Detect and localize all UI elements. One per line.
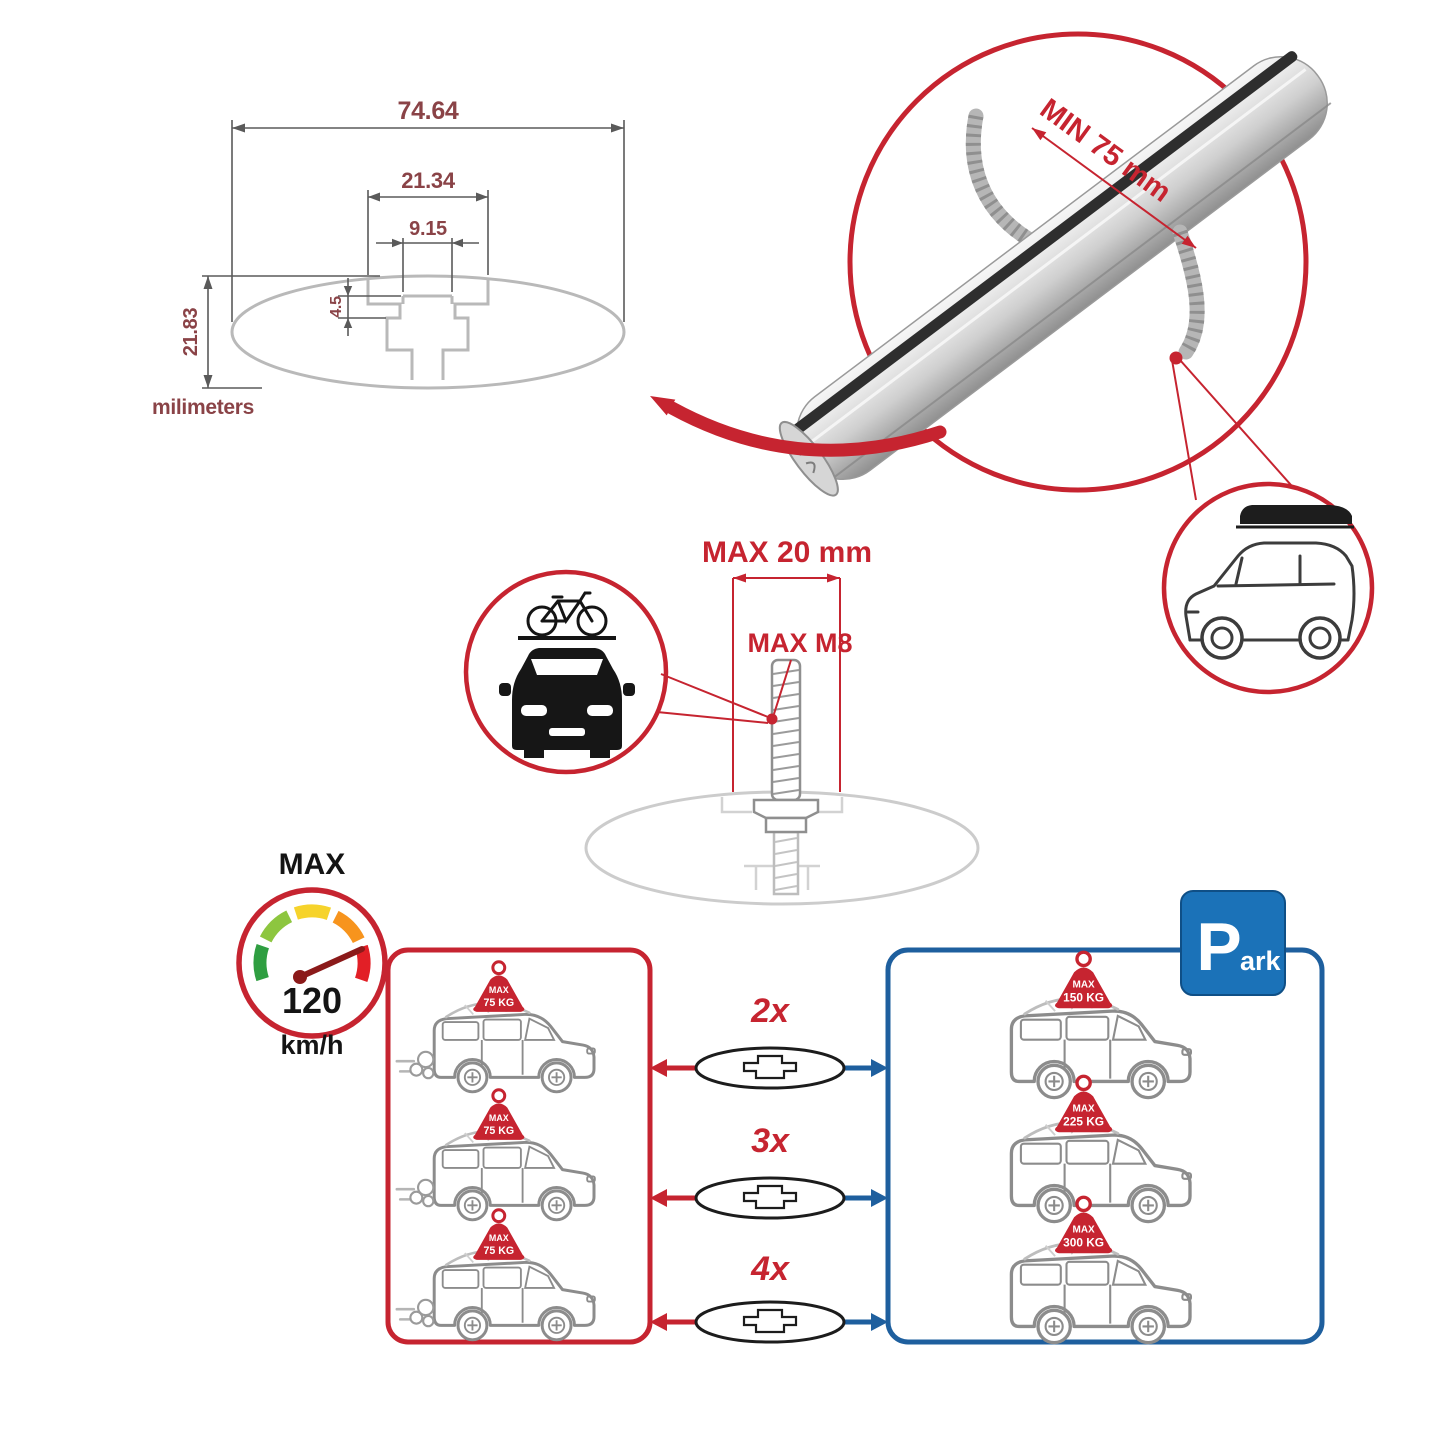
thread-callout-dot — [766, 713, 778, 725]
left-headlight — [521, 705, 547, 716]
roof-box — [1240, 505, 1352, 524]
license-plate — [549, 728, 585, 736]
bike-roof-inset — [463, 569, 669, 775]
aluminum-crossbar — [778, 51, 1332, 497]
dim-total-width-label: 74.64 — [397, 97, 458, 125]
park-sign-rest: ark — [1240, 946, 1282, 976]
parking-panel-car-3: MAX 300 KG — [1009, 1195, 1193, 1345]
badge-max-label: MAX — [489, 985, 509, 995]
roof-load-badge: MAX 75 KG — [473, 1208, 525, 1260]
badge-weight-label: 75 KG — [483, 1125, 514, 1137]
suv-illustration — [1009, 1115, 1193, 1224]
badge-weight-label: 150 KG — [1063, 991, 1104, 1005]
bike-icon — [526, 591, 608, 637]
crossbar-profile-outline — [230, 274, 626, 390]
bar-count-graphic — [650, 1300, 888, 1344]
suv-illustration — [432, 1244, 597, 1342]
max-bolt-height-label: MAX 20 mm — [702, 536, 872, 569]
bar-count-graphic — [650, 1046, 888, 1090]
exhaust-smoke — [395, 1298, 435, 1328]
speed-limit-gauge: MAX 120 km/h — [236, 848, 388, 1060]
speed-value: 120 — [282, 980, 342, 1021]
dim-slot-depth: 4.5 — [328, 278, 401, 336]
right-mirror — [623, 683, 635, 696]
profile-channel-right — [441, 279, 490, 380]
car-front-view — [499, 648, 635, 758]
roof-load-badge: MAX 225 KG — [1055, 1074, 1113, 1133]
badge-max-label: MAX — [1073, 979, 1096, 990]
badge-weight-label: 75 KG — [483, 997, 514, 1009]
dim-slot-width: 9.15 — [376, 218, 479, 292]
badge-weight-label: 300 KG — [1063, 1236, 1104, 1250]
exhaust-smoke — [395, 1050, 435, 1080]
badge-max-label: MAX — [1073, 1224, 1096, 1235]
callout-lines-to-bolt — [656, 673, 769, 724]
suv-illustration — [432, 996, 597, 1094]
pointer-arrow-to-diagram — [650, 396, 947, 457]
badge-weight-label: 75 KG — [483, 1245, 514, 1257]
bar-count-label: 2x — [750, 992, 791, 1030]
gauge-needle — [297, 946, 365, 980]
parking-panel-border — [885, 947, 1325, 1345]
dim-flange-width: 21.34 — [367, 168, 489, 275]
park-sign: P ark — [1180, 890, 1286, 996]
bar-count-item-3x: 3x — [650, 1122, 888, 1220]
bolt-spec-diagram: MAX 20 mm MAX M8 — [463, 536, 980, 906]
crossbar-icon — [694, 1300, 846, 1344]
badge-max-label: MAX — [1073, 1103, 1096, 1114]
crossbar-icon — [694, 1046, 846, 1090]
gauge-pivot — [293, 970, 307, 984]
suv-roofbox-inset — [1161, 481, 1375, 695]
units-label: milimeters — [152, 396, 254, 419]
roof-load-badge: MAX 150 KG — [1055, 950, 1113, 1009]
dim-total-height-label: 21.83 — [180, 308, 202, 357]
clamp-hook-front — [1172, 224, 1205, 360]
roof-load-badge: MAX 75 KG — [473, 960, 525, 1012]
suv-illustration — [1009, 1236, 1193, 1345]
profile-channel-left — [366, 279, 414, 380]
crossbar-icon — [694, 1176, 846, 1220]
driving-panel-car-3: MAX 75 KG — [395, 1208, 597, 1342]
dim-slot-depth-label: 4.5 — [328, 296, 345, 318]
cross-section-diagram: 74.64 21.34 9.15 4.5 — [152, 97, 626, 419]
threaded-bolt — [752, 658, 820, 834]
dim-slot-width-label: 9.15 — [409, 218, 447, 240]
suv-illustration — [1009, 991, 1193, 1100]
max-thread-label: MAX M8 — [747, 628, 852, 658]
bar-count-graphic — [650, 1176, 888, 1220]
bar-count-label: 3x — [751, 1122, 791, 1160]
max-height-dim — [732, 573, 841, 792]
roof-load-badge: MAX 300 KG — [1055, 1195, 1113, 1254]
badge-max-label: MAX — [489, 1233, 509, 1243]
parking-panel-car-1: MAX 150 KG — [1009, 950, 1193, 1100]
bar-closeup-inset: MIN 75 mm — [650, 31, 1332, 521]
right-headlight — [587, 705, 613, 716]
profile-slot-lip — [401, 294, 454, 304]
driving-panel-car-1: MAX 75 KG — [395, 960, 597, 1094]
thread-leader-line — [773, 659, 792, 715]
suv-illustration — [432, 1124, 597, 1222]
speed-units: km/h — [280, 1030, 343, 1060]
clamp-hook-rear — [965, 108, 1038, 248]
dim-total-width: 74.64 — [231, 97, 625, 322]
bolt-lower-section — [772, 830, 800, 896]
bar-count-item-4x: 4x — [650, 1250, 888, 1344]
park-sign-initial: P — [1196, 909, 1241, 985]
parking-panel-car-2: MAX 225 KG — [1009, 1074, 1193, 1224]
bar-count-item-2x: 2x — [650, 992, 888, 1090]
dim-total-height: 21.83 — [180, 275, 380, 389]
suv-side-view — [1184, 541, 1356, 660]
driving-panel-car-2: MAX 75 KG — [395, 1088, 597, 1222]
badge-max-label: MAX — [489, 1113, 509, 1123]
dim-flange-width-label: 21.34 — [401, 168, 456, 193]
bar-count-label: 4x — [750, 1250, 791, 1288]
driving-panel-border — [385, 947, 653, 1345]
left-mirror — [499, 683, 511, 696]
roof-load-badge: MAX 75 KG — [473, 1088, 525, 1140]
speed-max-label: MAX — [279, 848, 346, 881]
badge-weight-label: 225 KG — [1063, 1115, 1104, 1129]
exhaust-smoke — [395, 1178, 435, 1208]
